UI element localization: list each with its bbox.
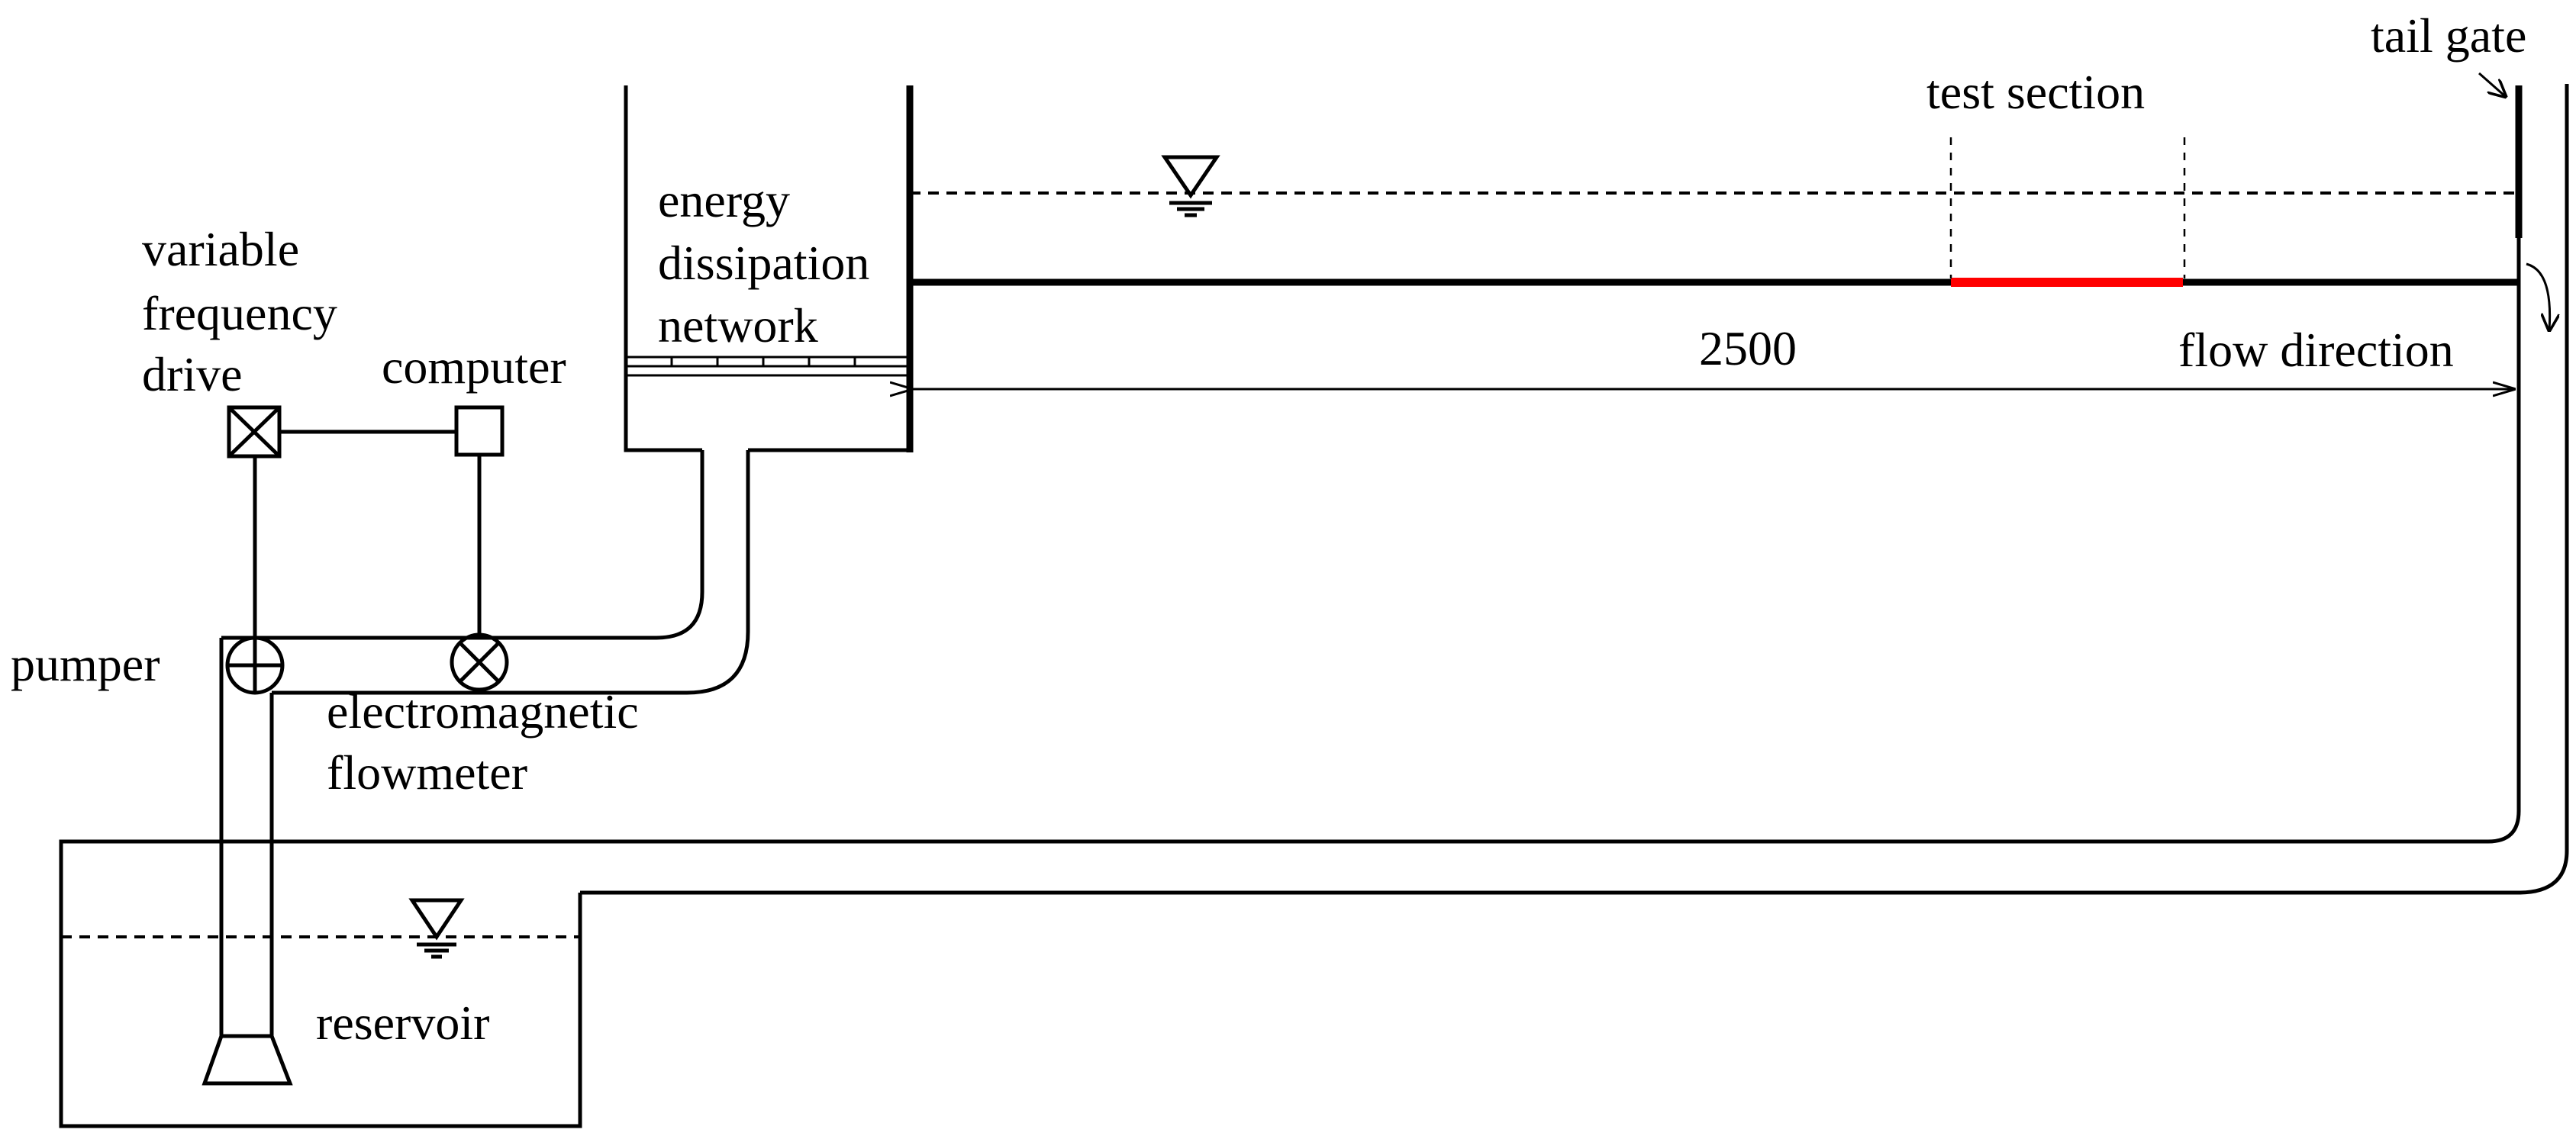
crossed-box-icon [227,405,282,459]
label-reservoir: reservoir [316,996,489,1050]
label-energy: energy [658,173,790,227]
label-computer: computer [382,340,566,394]
label-electromagnetic: electromagnetic [327,684,639,739]
label-frequency: frequency [142,286,337,340]
label-network: network [658,298,818,352]
label-dissipation: dissipation [658,236,869,290]
energy-dissipation-tank [624,85,910,452]
dissipation-mesh-ticks [670,357,856,366]
supply-pipe-top [221,450,704,640]
label-variable: variable [142,222,299,276]
label-flow-direction: flow direction [2178,323,2454,377]
water-level-triangle-icon [1161,155,1220,217]
circle-plus-icon [225,636,285,695]
tail-gate-pointer-arrow [2478,72,2505,96]
label-flowmeter: flowmeter [327,745,527,800]
overflow-arrow [2526,262,2550,330]
label-test-section: test section [1926,65,2145,119]
suction-foot-valve [202,1034,293,1086]
return-pipe-outer [2488,84,2569,895]
box-icon [454,405,505,457]
water-level-triangle-icon [408,898,465,959]
return-pipe-inner [2487,286,2521,844]
label-length: 2500 [1699,321,1797,375]
supply-pipe-bottom [272,450,750,695]
label-pumper: pumper [11,637,160,691]
circle-x-icon [450,632,509,692]
reservoir-tank [59,839,2488,1128]
label-tail-gate: tail gate [2371,8,2526,63]
label-drive: drive [142,347,243,401]
